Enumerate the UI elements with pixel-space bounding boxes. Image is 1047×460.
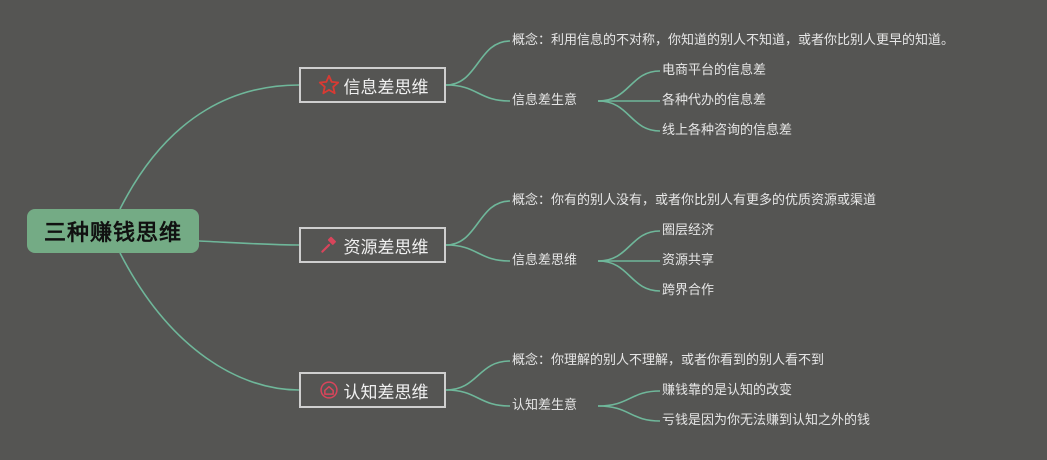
hammer-icon: [317, 233, 341, 257]
branch-label: 资源差思维: [343, 237, 429, 258]
house-circle-icon: [317, 378, 341, 402]
connector-b1-item-3: [597, 100, 661, 132]
leaf-item[interactable]: 资源共享: [662, 253, 715, 268]
connector-b1-concept: [445, 40, 511, 86]
connector-b3-item-2: [597, 405, 661, 422]
leaf-item[interactable]: 亏钱是因为你无法赚到认知之外的钱: [662, 413, 871, 428]
root-label: 三种赚钱思维: [43, 221, 182, 246]
leaf-item[interactable]: 各种代办的信息差: [662, 93, 767, 108]
connector-b3-concept: [445, 360, 511, 391]
connector-b2-concept: [445, 200, 511, 246]
connector-b2-item-3: [597, 260, 661, 292]
connector-root-branch-1: [119, 84, 300, 210]
connector-b3-item-1: [597, 390, 661, 407]
branch-node-cognition-gap[interactable]: 认知差思维: [299, 372, 446, 408]
branch-node-info-gap[interactable]: 信息差思维: [299, 67, 446, 103]
connector-b3-sub: [445, 389, 511, 407]
connector-b1-sub: [445, 84, 511, 102]
leaf-item[interactable]: 赚钱靠的是认知的改变: [662, 383, 793, 398]
leaf-item[interactable]: 跨界合作: [662, 283, 715, 298]
leaf-item[interactable]: 线上各种咨询的信息差: [662, 123, 793, 138]
star-outline-icon: [317, 73, 341, 97]
root-node[interactable]: 三种赚钱思维: [27, 209, 199, 253]
connector-b1-item-1: [597, 70, 661, 102]
sub-topic[interactable]: 认知差生意: [512, 398, 578, 413]
branch-label: 信息差思维: [343, 77, 429, 98]
branch-label: 认知差思维: [343, 382, 429, 403]
concept-text[interactable]: 概念：你理解的别人不理解，或者你看到的别人看不到: [512, 353, 825, 368]
concept-text[interactable]: 概念：你有的别人没有，或者你比别人有更多的优质资源或渠道: [512, 193, 877, 208]
sub-topic[interactable]: 信息差生意: [512, 93, 578, 108]
concept-text[interactable]: 概念：利用信息的不对称，你知道的别人不知道，或者你比别人更早的知道。: [512, 33, 955, 48]
connector-root-branch-2: [198, 240, 300, 246]
connector-root-branch-3: [119, 252, 300, 391]
branch-node-resource-gap[interactable]: 资源差思维: [299, 227, 446, 263]
sub-topic[interactable]: 信息差思维: [512, 253, 578, 268]
leaf-item[interactable]: 电商平台的信息差: [662, 63, 767, 78]
connector-b2-sub: [445, 244, 511, 262]
connector-b2-item-1: [597, 230, 661, 262]
leaf-item[interactable]: 圈层经济: [662, 223, 715, 238]
